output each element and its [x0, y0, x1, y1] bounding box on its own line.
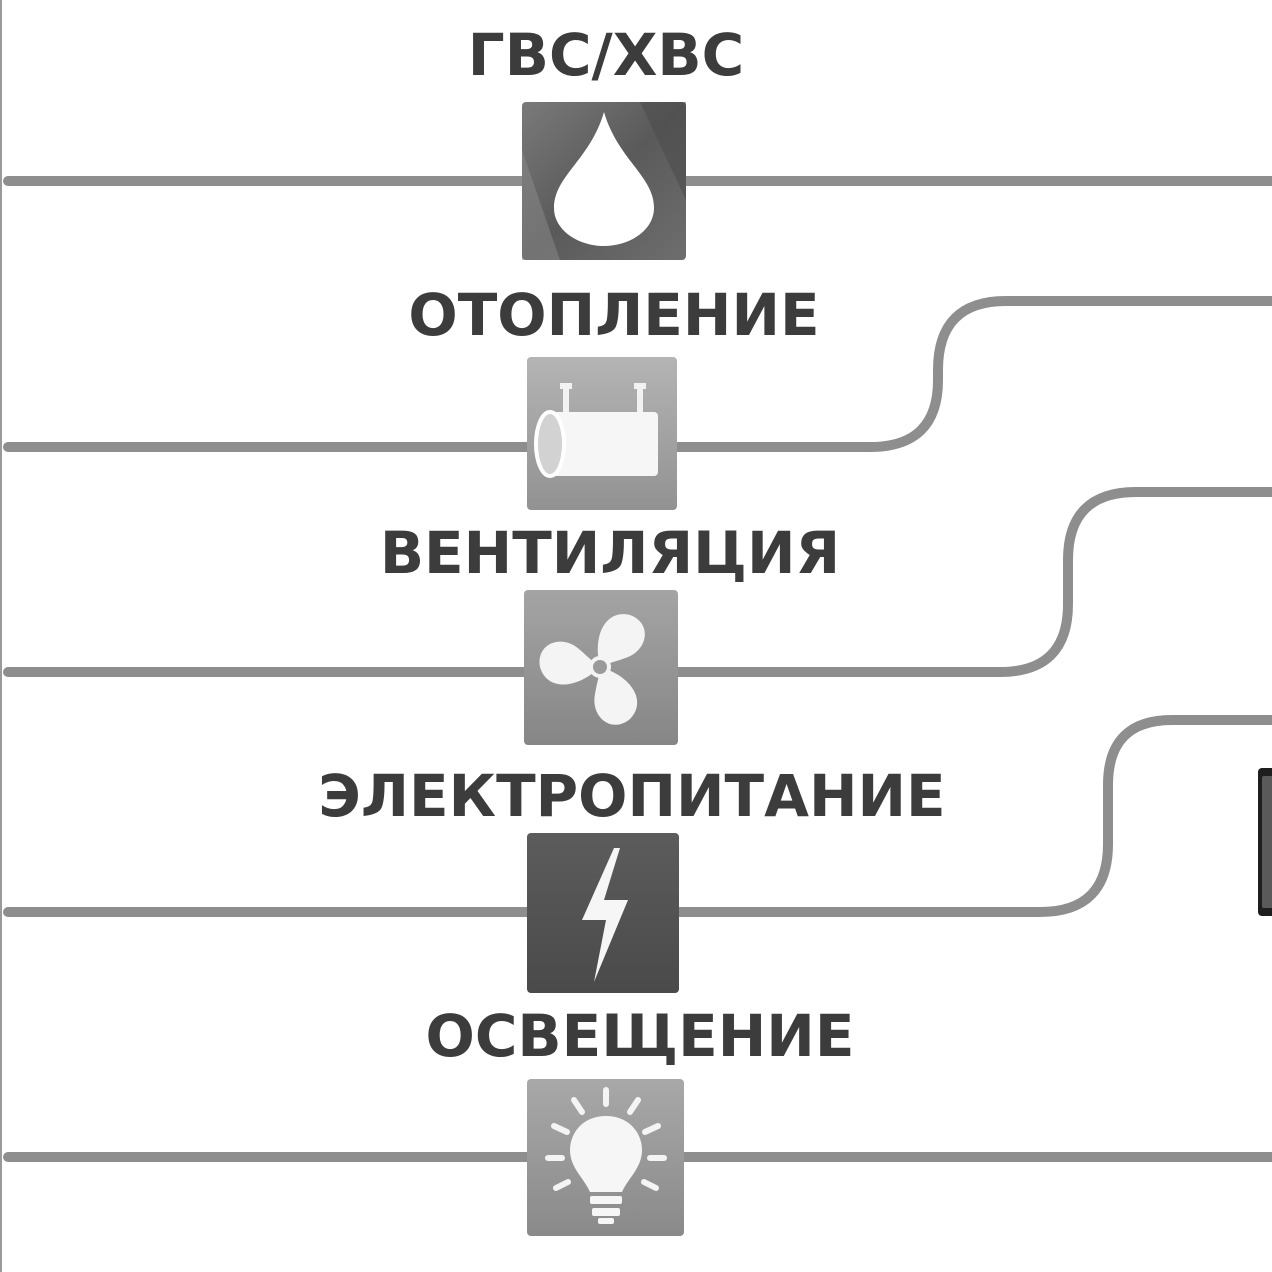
- label-power: ЭЛЕКТРОПИТАНИЕ: [318, 762, 945, 830]
- wire-ventilation: [3, 487, 1272, 677]
- label-lighting: ОСВЕЩЕНИЕ: [426, 1002, 855, 1070]
- ventilation-tile[interactable]: [524, 590, 678, 745]
- water-tile[interactable]: [522, 102, 686, 260]
- lightning-bolt-icon: [582, 848, 628, 982]
- fan-icon: [539, 614, 645, 725]
- water-drop-icon: [554, 112, 654, 246]
- label-heating: ОТОПЛЕНИЕ: [408, 281, 819, 349]
- lighting-tile[interactable]: [527, 1079, 684, 1236]
- power-tile[interactable]: [527, 833, 679, 993]
- radiator-tank-icon: [534, 383, 658, 478]
- right-device-edge: [1258, 768, 1272, 916]
- wire-power: [3, 715, 1272, 917]
- heating-tile[interactable]: [527, 357, 677, 510]
- wire-heating: [3, 296, 1272, 452]
- label-ventilation: ВЕНТИЛЯЦИЯ: [380, 519, 840, 587]
- light-bulb-icon: [545, 1087, 667, 1224]
- label-water: ГВС/ХВС: [468, 21, 744, 89]
